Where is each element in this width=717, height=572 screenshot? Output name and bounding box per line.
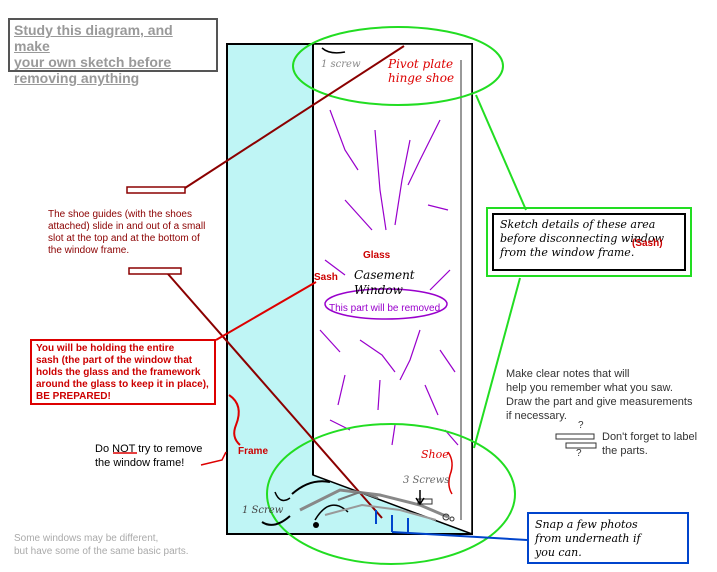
sketch-details-box: Sketch details of these area before disc… [486, 207, 692, 277]
notes-instructions: Make clear notes that will help you reme… [506, 367, 692, 423]
frame-label: Frame [238, 446, 269, 457]
pivot-plate-label: Pivot plate hinge shoe [388, 57, 454, 85]
glass-crack-marks [319, 109, 459, 446]
bottom-hardware [261, 480, 455, 534]
label-hint-line-1: Don't forget to label [602, 431, 698, 443]
shoe-note-line-4: the window frame. [48, 245, 130, 256]
sketch-sash-tag: (Sash) [632, 238, 663, 249]
one-screw-top-label: 1 screw [321, 59, 361, 70]
casement-window-label: Casement Window [354, 268, 415, 298]
shoe-guide-top [126, 186, 186, 194]
sketch-line-3: from the window frame. [500, 246, 635, 259]
notes-line-1: Make clear notes that will [506, 368, 630, 380]
removed-oval [324, 288, 448, 320]
warning-line-3: holds the glass and the framework [36, 367, 201, 378]
shoe-note-line-1: The shoe guides (with the shoes [48, 209, 192, 220]
footer-line-2: but have some of the same basic parts. [14, 546, 189, 557]
notes-line-4: if necessary. [506, 410, 567, 422]
label-hint-rect-1 [555, 433, 595, 440]
title-line-1: Study this diagram, and make [14, 22, 173, 54]
shoe-guide-note: The shoe guides (with the shoes attached… [48, 209, 228, 257]
warning-line-1: You will be holding the entire [36, 343, 175, 354]
do-not-line-2: the window frame! [95, 457, 185, 469]
sketch-line-2: before disconnecting window [500, 232, 664, 245]
do-not-remove-note: Do NOT try to remove the window frame! [95, 442, 202, 470]
label-hint-q1: ? [578, 420, 584, 431]
footer-note: Some windows may be different, but have … [14, 532, 189, 558]
do-not-emphasis: NOT [112, 443, 136, 455]
title-line-3: removing anything [14, 70, 140, 86]
do-not-rest: try to remove [135, 443, 203, 455]
snap-photos-box: Snap a few photos from underneath if you… [527, 512, 689, 564]
sketch-line-1: Sketch details of these area [500, 218, 656, 231]
snap-line-3: you can. [535, 546, 582, 559]
snap-line-1: Snap a few photos [535, 518, 638, 531]
sash-label: Sash [314, 272, 338, 283]
warning-line-2: sash (the part of the window that [36, 355, 193, 366]
casement-line-2: Window [354, 283, 403, 297]
label-parts-hint: Don't forget to label the parts. [602, 430, 697, 458]
title-line-2: your own sketch before [14, 54, 172, 70]
warning-box: You will be holding the entire sash (the… [30, 339, 216, 405]
shoe-label: Shoe [421, 448, 449, 461]
do-not-line-1: Do NOT try to remove [95, 442, 202, 456]
warning-line-5: BE PREPARED! [36, 391, 111, 402]
shoe-note-line-3: slot at the top and at the bottom of [48, 233, 200, 244]
label-hint-q2: ? [576, 448, 582, 459]
snap-line-2: from underneath if [535, 532, 641, 545]
sketch-details-inner: Sketch details of these area before disc… [492, 213, 686, 271]
warning-line-4: around the glass to keep it in place), [36, 379, 209, 390]
casement-line-1: Casement [354, 268, 415, 282]
pivot-line-2: hinge shoe [388, 71, 455, 85]
three-screws-label: 3 Screws [403, 475, 450, 486]
shoe-guide-bottom [128, 267, 182, 275]
bottom-highlight-oval [266, 423, 516, 565]
one-screw-bottom-label: 1 Screw [242, 505, 284, 516]
pivot-line-1: Pivot plate [388, 57, 454, 71]
top-highlight-oval [292, 26, 504, 106]
notes-line-3: Draw the part and give measurements [506, 396, 693, 408]
label-hint-rect-2 [565, 442, 597, 449]
do-not-prefix: Do [95, 443, 113, 455]
shoe-note-line-2: attached) slide in and out of a small [48, 221, 206, 232]
notes-line-2: help you remember what you saw. [506, 382, 673, 394]
instruction-title-box: Study this diagram, and make your own sk… [8, 18, 218, 86]
removed-part-label: This part will be removed [329, 303, 441, 314]
label-hint-line-2: the parts. [602, 445, 648, 457]
glass-label: Glass [363, 250, 391, 261]
footer-line-1: Some windows may be different, [14, 533, 159, 544]
